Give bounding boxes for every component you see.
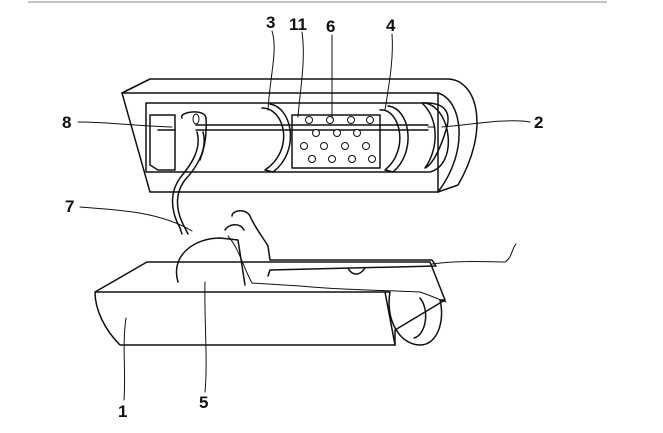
leader-11 xyxy=(297,31,304,118)
label-5: 5 xyxy=(199,393,208,412)
perforated-tube xyxy=(291,114,381,169)
upper-chamber-outer xyxy=(121,78,478,193)
end-block xyxy=(149,114,176,171)
leader-4 xyxy=(384,33,393,111)
label-4: 4 xyxy=(386,16,396,35)
label-8: 8 xyxy=(62,113,71,132)
label-11: 11 xyxy=(289,15,307,34)
label-6: 6 xyxy=(326,17,335,36)
leader-7 xyxy=(79,206,193,232)
leader-lines xyxy=(77,30,531,401)
lower-base xyxy=(94,210,517,346)
ring-3 xyxy=(261,103,292,173)
leader-2 xyxy=(441,120,531,128)
label-2: 2 xyxy=(534,113,543,132)
hose xyxy=(176,131,205,235)
label-7: 7 xyxy=(65,197,74,216)
leader-3 xyxy=(267,30,275,111)
ring-4 xyxy=(379,105,409,173)
upper-chamber-inner-rim xyxy=(145,102,450,173)
seat-pad xyxy=(175,237,246,286)
upper-chamber xyxy=(121,78,478,193)
leader-1 xyxy=(123,317,127,401)
upper-chamber-end-cap xyxy=(421,102,449,169)
leader-5 xyxy=(204,281,207,393)
label-1: 1 xyxy=(118,402,127,421)
figure-outline xyxy=(231,210,437,277)
label-3: 3 xyxy=(266,13,275,32)
upper-chamber-top-face xyxy=(121,92,460,193)
holes xyxy=(300,116,376,163)
base-body xyxy=(94,261,446,346)
leader-8 xyxy=(77,121,173,128)
